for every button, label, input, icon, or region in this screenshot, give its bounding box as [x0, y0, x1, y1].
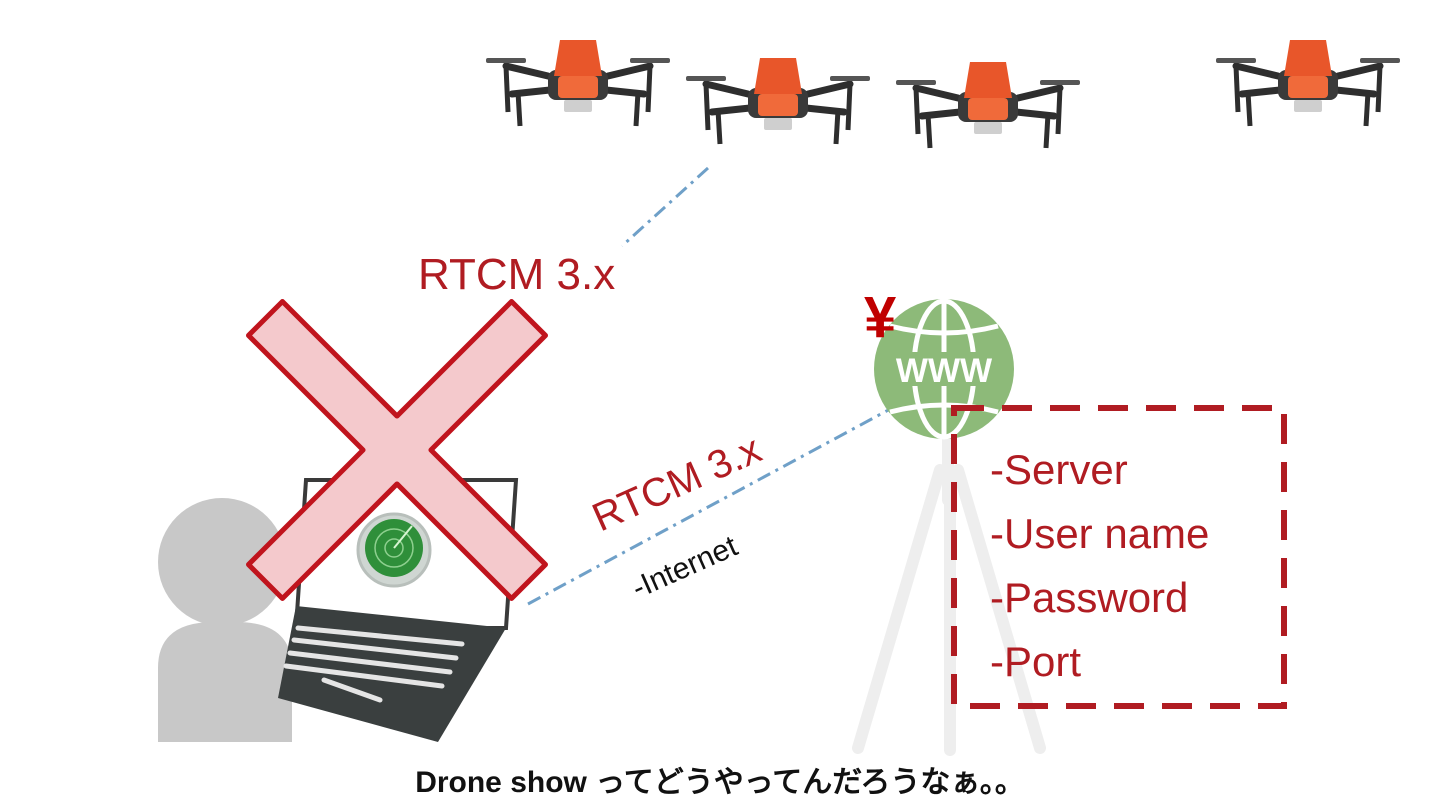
- rtcm-label-drones: RTCM 3.x: [418, 250, 616, 299]
- credential-password: -Password: [990, 574, 1189, 621]
- credential-user-name: -User name: [990, 510, 1210, 557]
- link-line: [620, 166, 710, 248]
- cross-icon: [246, 299, 548, 601]
- tripod-icon: [852, 424, 1046, 756]
- drone-icon: [896, 62, 1080, 148]
- credential-port: -Port: [990, 638, 1082, 685]
- credentials-list: -Server -User name -Password -Port: [990, 438, 1209, 694]
- drone-icon: [1216, 40, 1400, 126]
- credentials-box: [951, 405, 1287, 709]
- drone-icon: [686, 58, 870, 144]
- drone-icon: [486, 40, 670, 126]
- svg-text:WWW: WWW: [896, 352, 993, 390]
- yen-symbol: ¥: [864, 285, 897, 350]
- credential-server: -Server: [990, 446, 1128, 493]
- radar-icon: [356, 512, 432, 588]
- person-icon: [158, 498, 292, 742]
- link-line: [527, 406, 893, 606]
- globe-icon: WWW: [874, 298, 1014, 440]
- caption: Drone show ってどうやってんだろうなぁ。。: [415, 766, 1025, 799]
